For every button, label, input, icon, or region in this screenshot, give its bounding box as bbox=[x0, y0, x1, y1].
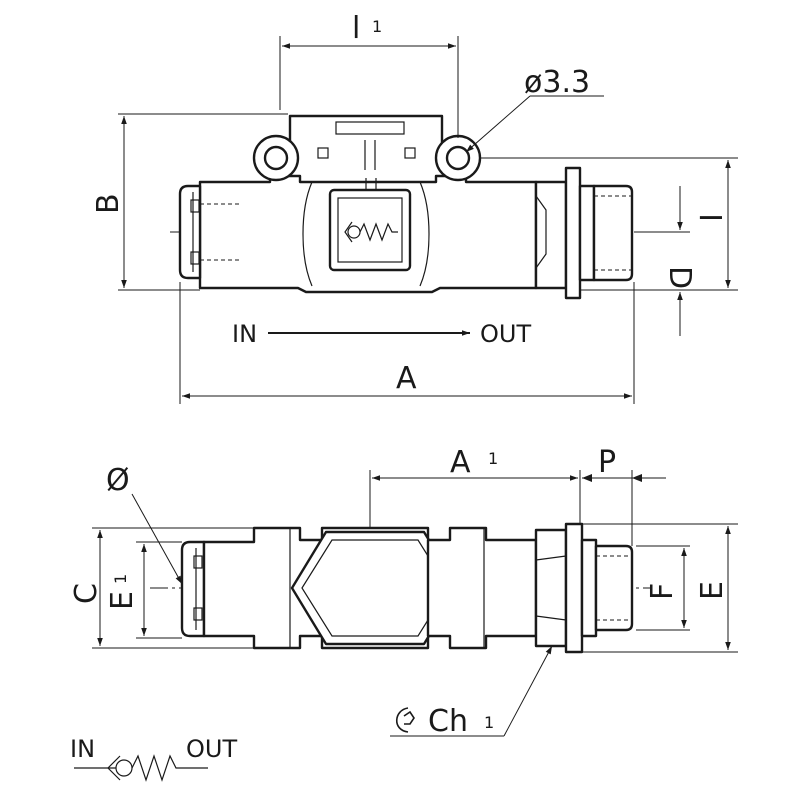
leader-hole bbox=[465, 95, 531, 153]
check-valve-symbol bbox=[344, 221, 398, 243]
label-a1-sub: 1 bbox=[488, 449, 498, 468]
symbol-ball bbox=[115, 759, 133, 777]
top-collet-notch-lower bbox=[190, 251, 200, 265]
label-e1-sub: 1 bbox=[111, 574, 130, 584]
label-p: P bbox=[598, 445, 616, 480]
wrench-icon bbox=[395, 707, 415, 733]
top-mount-block bbox=[288, 114, 444, 150]
top-collet bbox=[178, 184, 202, 280]
top-seal bbox=[578, 184, 596, 282]
label-e1: E bbox=[105, 591, 140, 610]
mount-hole-right bbox=[445, 145, 471, 171]
label-a: A bbox=[396, 361, 417, 396]
label-i: I bbox=[695, 213, 730, 222]
symbol-in-label: IN bbox=[70, 735, 95, 763]
bottom-flange bbox=[564, 522, 584, 654]
valve-port bbox=[365, 178, 377, 190]
leader-ch1 bbox=[503, 645, 553, 737]
top-small-square-right bbox=[404, 147, 416, 159]
bottom-seal bbox=[580, 538, 598, 638]
top-lobe-left bbox=[302, 181, 313, 287]
leader-phi bbox=[131, 493, 183, 585]
symbol-seat bbox=[107, 755, 121, 781]
top-thread bbox=[592, 184, 634, 282]
bottom-hex-nut bbox=[534, 528, 568, 648]
flow-out-label: OUT bbox=[480, 320, 531, 348]
bottom-body-right bbox=[426, 526, 538, 650]
flow-in-label: IN bbox=[232, 320, 257, 348]
mount-hole-left bbox=[263, 145, 289, 171]
label-phi: Ø bbox=[106, 463, 130, 498]
label-hole-diameter: ø3.3 bbox=[524, 65, 590, 100]
bottom-thread bbox=[594, 544, 634, 632]
top-hex bbox=[534, 180, 568, 290]
label-c: C bbox=[69, 583, 104, 604]
symbol-spring bbox=[131, 754, 208, 782]
top-flange bbox=[564, 166, 582, 300]
arrow-p-left bbox=[582, 474, 592, 482]
top-view: l 1 ø3.3 B I D IN OUT A bbox=[91, 11, 738, 404]
arrow-p-right bbox=[632, 474, 642, 482]
bottom-collet-notch-upper bbox=[193, 555, 203, 569]
top-mount-channel bbox=[364, 140, 376, 170]
check-valve-legend: IN OUT bbox=[70, 735, 237, 782]
label-b: B bbox=[91, 193, 126, 214]
top-collet-notch-upper bbox=[190, 199, 200, 213]
symbol-out-label: OUT bbox=[186, 735, 237, 763]
top-small-square-left bbox=[317, 147, 329, 159]
label-f: F bbox=[645, 583, 680, 600]
label-e: E bbox=[695, 581, 730, 600]
bottom-collet bbox=[180, 540, 206, 638]
label-ch1: Ch bbox=[428, 704, 468, 739]
label-a1: A bbox=[450, 445, 471, 480]
top-mount-slot bbox=[335, 121, 405, 135]
bottom-view: Ø C E 1 A 1 P F E bbox=[69, 445, 738, 739]
bottom-collet-notch-lower bbox=[193, 607, 203, 621]
label-l1-sub: 1 bbox=[372, 17, 382, 36]
top-lobe-right bbox=[419, 181, 430, 287]
label-l1: l bbox=[352, 11, 360, 46]
bottom-hex-facets bbox=[535, 555, 567, 621]
valve-housing bbox=[328, 188, 412, 272]
label-d: D bbox=[662, 266, 697, 289]
top-hex-facet bbox=[535, 195, 547, 269]
label-ch1-sub: 1 bbox=[484, 713, 494, 732]
valve-inner bbox=[337, 197, 403, 263]
